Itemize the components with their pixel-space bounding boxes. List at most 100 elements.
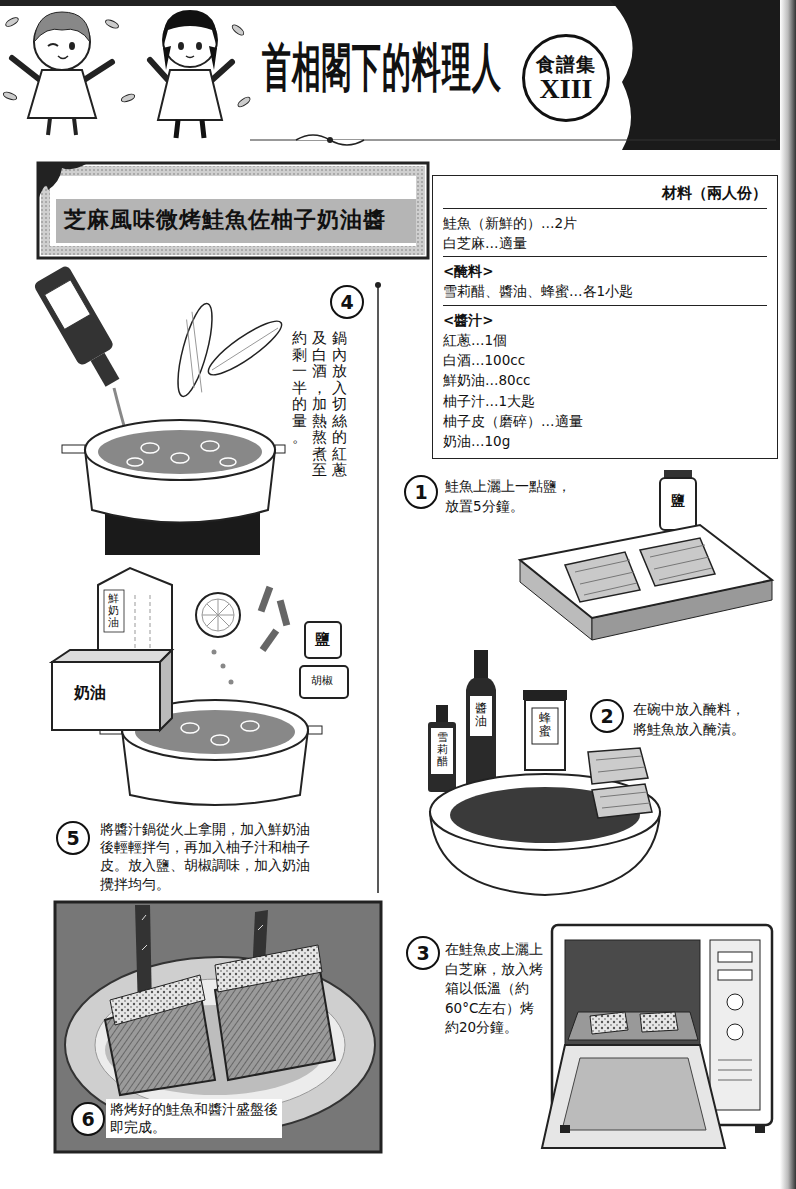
leaf-decoration-part (237, 96, 252, 109)
step3-oven-part (718, 970, 752, 980)
chibi-cook-left-part (34, 12, 90, 42)
step3-oven-part (568, 1012, 698, 1040)
step4-illustration-part-part (141, 443, 159, 453)
step2-illustration-part (600, 792, 650, 808)
step2-illustration (428, 650, 660, 895)
step5-illustration-part-part (211, 735, 229, 745)
chibi-cook-left-part (69, 42, 75, 50)
ingredient-line: <醃料> (443, 261, 767, 281)
step-instruction-box: 在鮭魚皮上灑上白芝麻，放入烤箱以低溫（約60°C左右）烤約20分鐘。 (445, 940, 545, 1038)
package-label: 雪莉醋 (437, 732, 448, 768)
step5-illustration-part-part (181, 723, 199, 733)
step4-illustration-part (33, 264, 130, 392)
package-label-box: 胡椒 (311, 675, 333, 687)
step3-oven-part (710, 940, 760, 1110)
package-label-box: 鹽 (671, 493, 685, 508)
step6-photo-panel-part (110, 975, 205, 1025)
ingredient-line: 柚子皮（磨碎）…適量 (443, 411, 767, 431)
step-number-circle: 1 (404, 475, 438, 509)
ingredient-line: <醬汁> (443, 310, 767, 330)
step5-illustration-part (212, 650, 217, 655)
step-number: 4 (340, 293, 353, 312)
ingredient-box: 材料（兩人份）鮭魚（新鮮的）…2片白芝麻…適量<醃料>雪莉醋、醬油、蜂蜜…各1小… (432, 175, 778, 459)
step-instruction-box: 在碗中放入醃料，將鮭魚放入醃漬。 (633, 700, 749, 739)
step1-illustration-part (640, 538, 715, 586)
step5-illustration-part (202, 599, 234, 631)
package-label: 胡椒 (311, 675, 333, 687)
step5-illustration (52, 568, 348, 805)
leaf-decoration-part (4, 16, 19, 28)
step-number-circle: 5 (56, 821, 90, 855)
chibi-cook-right-part (178, 42, 184, 50)
node-content: 食譜集XIII (536, 53, 596, 104)
step5-illustration-part (202, 599, 234, 631)
column-divider (375, 282, 381, 893)
step-instruction: 鮭魚上灑上一點鹽，放置5分鐘。 (445, 477, 573, 516)
step4-illustration-part (275, 445, 285, 453)
ingredient-line: 白酒…100cc (443, 350, 767, 370)
step2-illustration-part (474, 650, 488, 680)
chibi-cook-right (150, 10, 232, 138)
step2-illustration-part (596, 756, 645, 772)
step5-illustration-part (181, 721, 259, 745)
node-content: 4 (340, 293, 353, 312)
step6-photo-panel-part (142, 915, 263, 965)
recipe-title-frame-part (56, 199, 416, 243)
recipe-title-frame-part (38, 163, 88, 200)
badge-text: 食譜集 (536, 53, 596, 76)
step5-illustration-part (104, 590, 124, 632)
step5-illustration-part (221, 664, 226, 669)
step-instruction-box: 鮭魚上灑上一點鹽，放置5分鐘。 (445, 477, 573, 516)
package-label-box: 雪莉醋 (437, 732, 448, 768)
step3-oven-part (727, 994, 743, 1010)
recipe-title-frame (38, 163, 428, 258)
recipe-title-frame-part (41, 166, 425, 255)
step2-illustration-part (523, 690, 567, 700)
step-instruction: 鍋內放入切絲的紅蔥及白酒，加熱熬煮至約剩一半的量。 (292, 330, 347, 480)
package-label-box: 鮮奶油 (108, 593, 119, 629)
step3-oven-part (562, 1058, 706, 1130)
step3-oven-part (755, 1125, 765, 1133)
ingredient-line: 白芝麻…適量 (443, 233, 767, 257)
step2-illustration-part (592, 784, 652, 818)
step2-illustration-part (525, 700, 565, 770)
step4-illustration-part-part (33, 264, 115, 366)
step5-illustration-part (277, 599, 290, 626)
step2-illustration-part (436, 705, 448, 723)
step2-illustration-part (470, 696, 492, 736)
step4-illustration-part-part (201, 441, 219, 451)
step2-illustration-part (428, 722, 456, 792)
chibi-cook-right-part (196, 42, 202, 50)
step2-illustration-part (588, 748, 648, 784)
step5-illustration-part (308, 726, 322, 734)
node-content: 6 (81, 1110, 94, 1129)
chibi-cook-right-part (158, 70, 222, 120)
package-label-box: 醬油 (475, 702, 487, 728)
step1-illustration-part (565, 552, 640, 602)
package-label-box: 鹽 (315, 631, 330, 648)
ingredient-line: 奶油…10g (443, 431, 767, 451)
recipe-title-band: 芝麻風味微烤鮭魚佐柚子奶油醬 (38, 163, 428, 258)
step1-illustration (520, 470, 772, 640)
recipe-title-frame-part (38, 163, 428, 258)
step-number: 5 (66, 829, 79, 848)
page-header-art-part (780, 0, 796, 1189)
ingredient-line: 鮭魚（新鮮的）…2片 (443, 213, 767, 233)
chibi-cook-right-part (163, 46, 217, 70)
step2-illustration-part (466, 678, 496, 790)
step-instruction: 在碗中放入醃料，將鮭魚放入醃漬。 (633, 700, 749, 739)
step4-illustration (33, 264, 288, 555)
step-instruction-box: 將醬汁鍋從火上拿開，加入鮮奶油後輕輕拌勻，再加入柚子汁和柚子皮。放入鹽、胡椒調味… (100, 820, 314, 893)
step3-oven (542, 925, 772, 1148)
step4-illustration-part (183, 312, 206, 393)
package-label: 鹽 (671, 493, 685, 508)
step-number: 6 (81, 1110, 94, 1129)
node-content: 5 (66, 829, 79, 848)
page-title: 首相閣下的料理人 (262, 42, 502, 94)
step3-oven-part (727, 1024, 743, 1040)
step5-illustration-part (135, 595, 150, 655)
series-badge: 食譜集XIII (522, 34, 610, 122)
ingredient-line: 材料（兩人份） (443, 182, 767, 209)
chibi-cook-right-part (186, 56, 194, 58)
package-label: 醬油 (475, 702, 487, 728)
